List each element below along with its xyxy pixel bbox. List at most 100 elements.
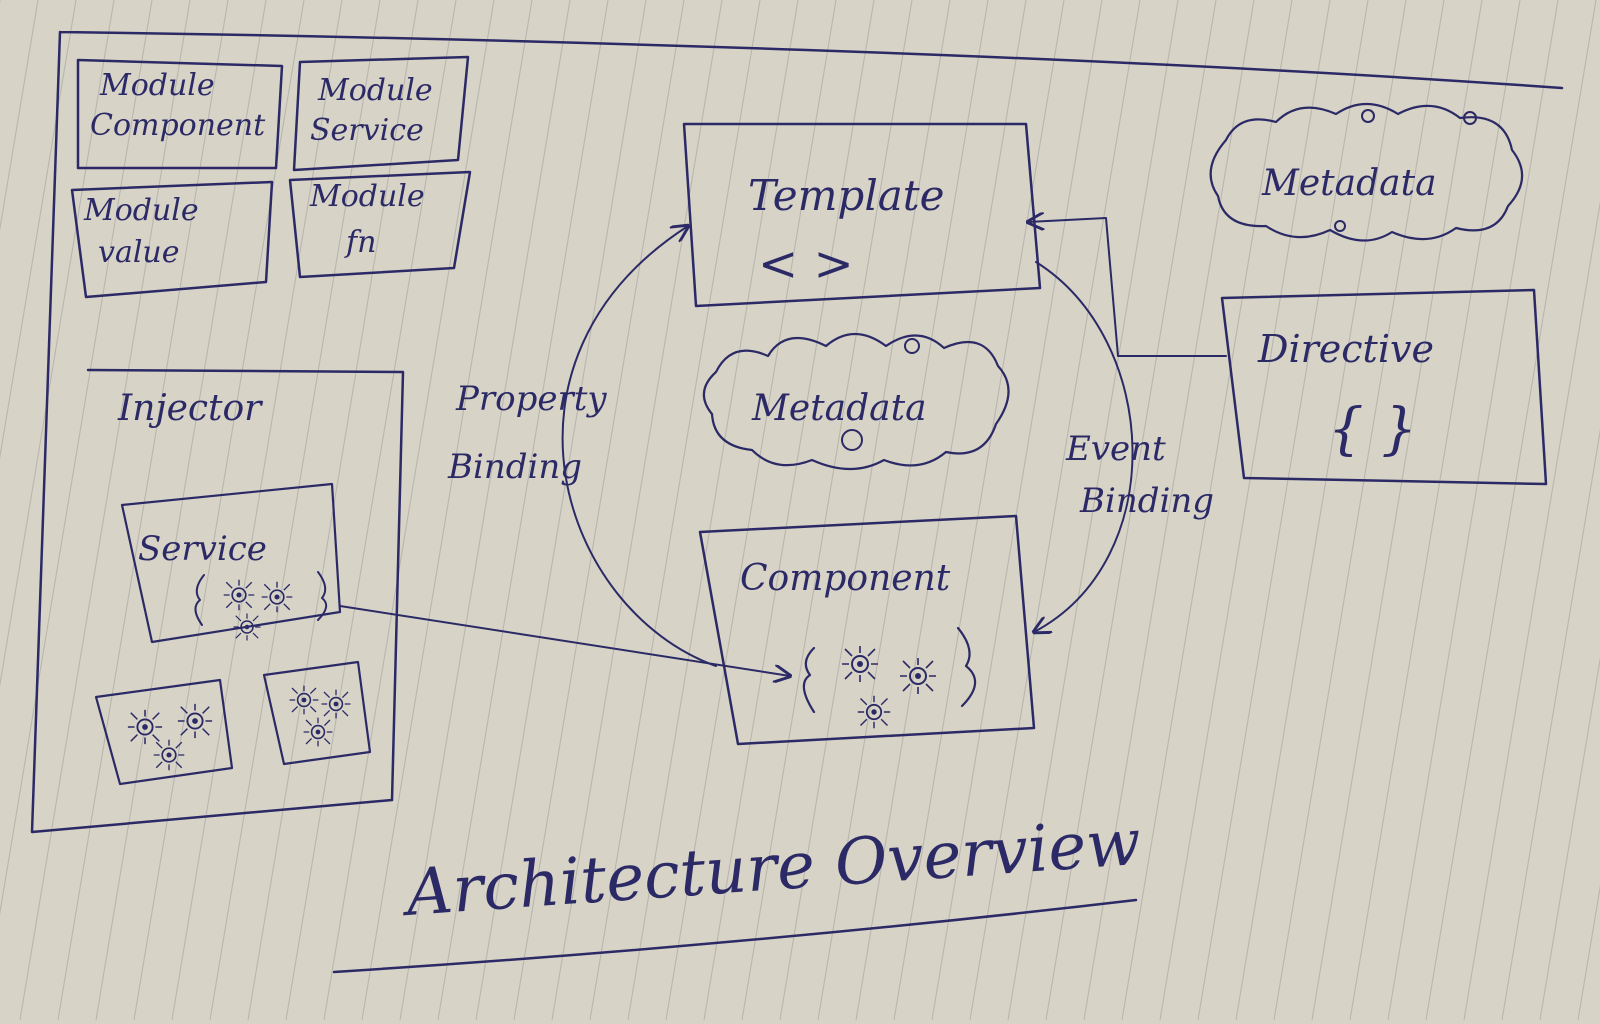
paper-rule-line [1501,428,1600,1021]
component-bug-icon [856,694,892,730]
outer-frame [30,30,1564,834]
paper-rule-line [1045,0,1217,1021]
paper-rule-line [817,0,989,1021]
paper-rule-line [1349,0,1521,1021]
paper-rule-line [551,0,723,1021]
paper-rule-line [1311,0,1483,1021]
paper-rule-line [1007,0,1179,1021]
paper-rule-line [0,0,153,916]
paper-rule-line [1463,200,1600,1021]
paper-rule-line [171,0,343,1021]
paper-rule-line [133,0,305,1021]
property-binding-line1: Property [455,379,607,419]
paper-rule-line [323,0,495,1021]
paper-rule-line [1121,0,1293,1021]
component-bug-icon [899,657,937,695]
paper-rule-line [1159,0,1331,1021]
metadata-right-label: Metadata [1261,163,1437,204]
paper-rule-line [703,0,875,1021]
paper-rule-line [0,0,39,232]
event-binding-line2: Binding [1079,481,1214,521]
paper-rule-line [893,0,1065,1021]
template-box: Template < > [682,122,1042,308]
instance-bug-icon [152,738,186,772]
injector-label: Injector [117,388,263,429]
component-label: Component [740,558,951,599]
instance-bug-icon [176,702,214,740]
instance-bug-icon [302,716,334,748]
paper-rule-line [1273,0,1445,1021]
component-box: Component [698,514,1036,746]
paper-rule-line [855,0,1027,1021]
module-service-line2: Service [310,113,424,148]
injector-to-component-arrow [339,605,790,676]
paper-rule-line [779,0,951,1021]
service-instance-box [262,660,372,766]
paper-rule-line [513,0,685,1021]
service-bug-icon [232,612,262,642]
paper-rule-line [1425,0,1597,1021]
paper-rule-line [0,0,77,460]
paper-rule-line [741,0,913,1021]
template-label: Template [748,171,945,220]
module-value-line1: Module [83,193,199,228]
title-underline [332,898,1138,974]
paper-rule-line [95,0,267,1021]
paper-rule-line [209,0,381,1021]
module-value-box: Module value [70,180,274,299]
instance-bug-icon [320,688,352,720]
title: Architecture Overview [332,806,1143,974]
paper-rule-line [19,0,191,1021]
component-bug-icon [841,645,879,683]
event-binding-arrow [1034,261,1134,632]
service-box: Service [120,482,342,644]
module-component-line2: Component [90,108,266,143]
paper-rule-line [1539,656,1600,1021]
service-bug-icon [222,578,256,612]
paper-rule-line [285,0,457,1021]
paper-rule-line [437,0,609,1021]
module-service-box: Module Service [292,55,470,172]
paper-rule-line [399,0,571,1021]
paper-rule-line [627,0,799,1021]
module-fn-line2: fn [344,225,376,260]
paper-rule-line [665,0,837,1021]
paper-rule-line [1083,0,1255,1021]
module-fn-line1: Module [309,179,425,214]
paper-rule-line [1577,884,1600,1021]
event-binding-line1: Event [1065,429,1166,469]
directive-label: Directive [1257,327,1434,371]
module-value-line2: value [98,235,180,270]
property-binding-line2: Binding [447,447,582,487]
paper-rule-line [969,0,1141,1021]
paper-rule-line [589,0,761,1021]
directive-to-template-connector [1028,218,1227,357]
service-instance-box [94,678,234,786]
metadata-cloud-center: Metadata [702,333,1010,470]
instance-bug-icon [288,684,320,716]
paper-rule-line [0,0,115,688]
template-symbol: < > [758,236,854,292]
service-bug-icon [260,580,294,614]
paper-rule-line [1197,0,1369,1021]
paper-rule-line [361,0,533,1021]
property-binding-label: Property Binding [447,379,607,487]
paper-rule-line [1235,0,1407,1021]
paper-rule-line [475,0,647,1021]
module-component-line1: Module [99,68,215,103]
module-service-line1: Module [317,73,433,108]
directive-box: Directive { } [1220,288,1548,486]
directive-symbol: { } [1328,397,1417,462]
service-label: Service [138,529,267,569]
metadata-cloud-right: Metadata [1209,103,1524,242]
instance-bug-icon [126,708,164,746]
injector-box: Injector Service [86,368,405,802]
metadata-center-label: Metadata [751,388,927,429]
paper-rule-line [57,0,229,1021]
property-binding-arrow [561,226,717,667]
paper-rule-line [1387,0,1559,1021]
module-component-box: Module Component [76,58,284,170]
